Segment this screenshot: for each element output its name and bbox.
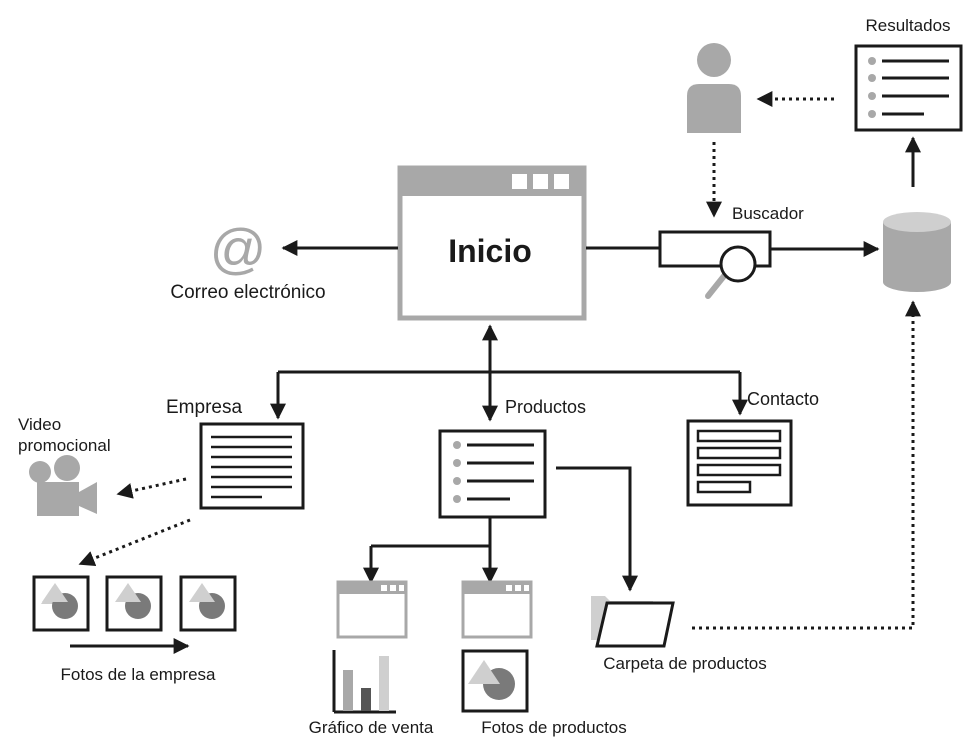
inicio-label: Inicio xyxy=(448,233,532,269)
magnifier-icon xyxy=(705,245,757,299)
bar-chart-icon xyxy=(332,650,396,714)
inicio-window: Inicio xyxy=(397,165,587,321)
productos-label: Productos xyxy=(505,397,586,417)
product-photo-icon xyxy=(461,649,529,713)
video-label-line2: promocional xyxy=(18,436,111,455)
email-group: @ Correo electrónico xyxy=(170,217,325,303)
empresa-photo-2 xyxy=(105,575,163,632)
arrow-to-carpeta xyxy=(556,466,638,592)
fotos-productos-label: Fotos de productos xyxy=(481,718,627,737)
at-sign-icon: @ xyxy=(210,217,267,280)
resultados-label: Resultados xyxy=(865,16,950,35)
database-icon xyxy=(883,212,951,292)
resultados-list-doc xyxy=(854,44,963,132)
contacto-form-doc xyxy=(686,419,793,507)
empresa-label: Empresa xyxy=(166,397,242,418)
arrow-empresa-video xyxy=(116,477,187,499)
video-label-line1: Video xyxy=(18,415,61,434)
buscador-search-box xyxy=(658,230,772,299)
carpeta-productos-label: Carpeta de productos xyxy=(603,654,767,673)
grafico-venta-label: Gráfico de venta xyxy=(309,718,434,737)
video-camera-icon xyxy=(29,455,97,516)
empresa-photo-1 xyxy=(32,575,90,632)
fotos-productos-window xyxy=(461,580,533,639)
grafico-window xyxy=(336,580,408,639)
buscador-label: Buscador xyxy=(732,204,804,223)
correo-label: Correo electrónico xyxy=(170,282,325,303)
contacto-label: Contacto xyxy=(747,389,819,409)
empresa-document xyxy=(199,422,305,510)
productos-list-doc xyxy=(438,429,547,519)
folder-icon xyxy=(591,596,675,648)
empresa-photo-3 xyxy=(179,575,237,632)
user-icon xyxy=(687,43,741,133)
arrow-empresa-fotos xyxy=(78,518,191,567)
fotos-empresa-label: Fotos de la empresa xyxy=(61,665,217,684)
